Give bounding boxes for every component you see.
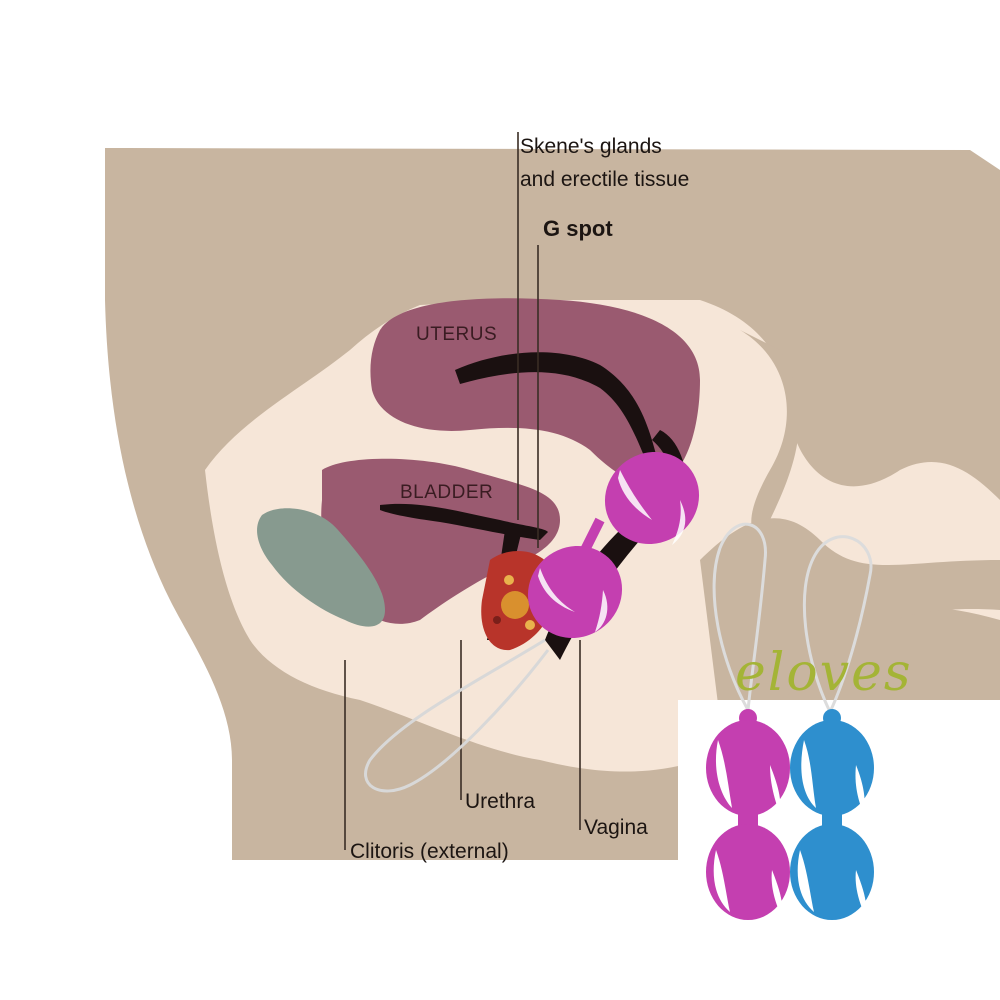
- brand-logo: eloves: [735, 643, 913, 703]
- pink-kegel-balls-product: [706, 709, 790, 920]
- skenes-label-line2: and erectile tissue: [520, 168, 689, 191]
- pink-product-string: [712, 522, 767, 711]
- vagina-label: Vagina: [584, 816, 648, 839]
- g-spot-label: G spot: [543, 216, 613, 241]
- pubic-bone: [257, 508, 385, 627]
- urethra-label: Urethra: [465, 790, 535, 813]
- inserted-kegel-balls: [364, 451, 700, 793]
- bladder-label: BLADDER: [400, 482, 493, 503]
- blue-product-string: [802, 535, 873, 713]
- clitoris-label: Clitoris (external): [350, 840, 509, 863]
- bladder: [321, 458, 560, 624]
- leader-lines: [344, 132, 581, 850]
- blue-kegel-balls-product: [790, 709, 874, 920]
- sacrum: [740, 330, 800, 540]
- rectum-wall: [700, 518, 1000, 720]
- uterine-cavity: [455, 352, 668, 484]
- uterus: [370, 298, 700, 487]
- skenes-label-line1: Skene's glands: [520, 135, 662, 158]
- uterus-label: UTERUS: [416, 324, 497, 345]
